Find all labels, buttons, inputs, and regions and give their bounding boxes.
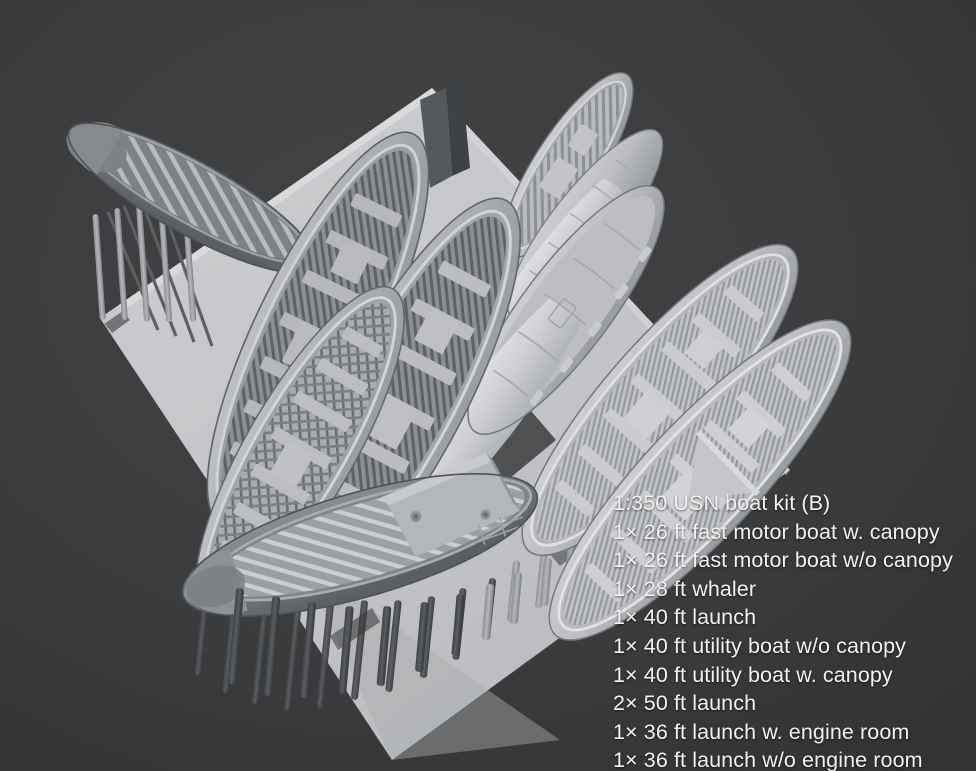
- kit-item-4: 1× 40 ft launch: [613, 605, 757, 630]
- boat-lower-front[interactable]: [168, 442, 551, 646]
- support-posts-foreground: [228, 557, 552, 698]
- kit-item-6: 1× 40 ft utility boat w. canopy: [613, 662, 893, 687]
- boat-canopy-lower[interactable]: [377, 162, 692, 540]
- kit-item-9: 1× 36 ft launch w/o engine room: [613, 748, 923, 771]
- boat-right-mid[interactable]: [487, 212, 834, 587]
- plate-corner-wedge: [688, 430, 760, 500]
- kit-item-2: 1× 26 ft fast motor boat w/o canopy: [613, 548, 953, 573]
- kit-item-7: 2× 50 ft launch: [613, 691, 757, 716]
- kit-item-5: 1× 40 ft utility boat w/o canopy: [613, 633, 907, 658]
- kit-title: 1:350 USN boat kit (B): [613, 491, 831, 515]
- support-posts-left: [92, 196, 214, 347]
- kit-item-3: 1× 28 ft whaler: [613, 576, 757, 601]
- kit-contents-caption: 1:350 USN boat kit (B) 1× 26 ft fast mot…: [613, 489, 973, 771]
- kit-item-8: 1× 36 ft launch w. engine room: [613, 719, 910, 744]
- kit-item-1: 1× 26 ft fast motor boat w. canopy: [613, 519, 940, 544]
- boat-top-right-small[interactable]: [482, 56, 655, 273]
- boat-upper-left-small[interactable]: [52, 99, 332, 298]
